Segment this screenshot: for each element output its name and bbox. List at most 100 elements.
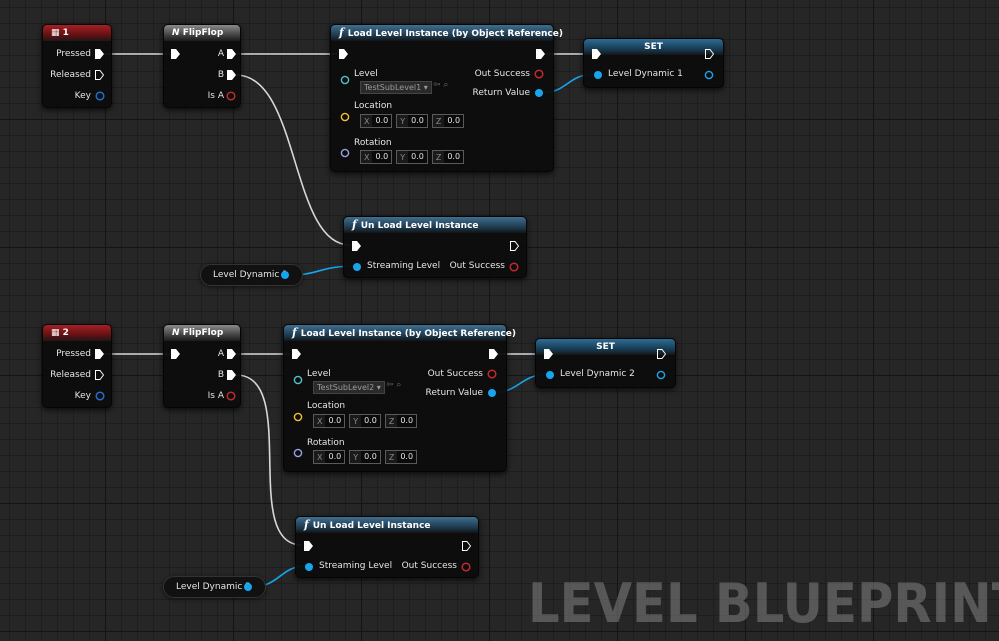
vector-pin-icon[interactable] [293, 412, 303, 422]
location-z-value[interactable]: 0.0 [444, 115, 464, 127]
level-blueprint-watermark: LEVEL BLUEPRINT [528, 572, 999, 635]
exec-pin-icon[interactable] [462, 541, 471, 551]
rotation-x-value[interactable]: 0.0 [325, 451, 345, 463]
input-key-event-node[interactable]: ▦ 1 Pressed Released Key [42, 24, 112, 108]
exec-pin-icon[interactable] [227, 370, 236, 380]
rotation-z-value[interactable]: 0.0 [444, 151, 464, 163]
input-key-event-node[interactable]: ▦ 2 Pressed Released Key [42, 324, 112, 408]
rotation-y-value[interactable]: 0.0 [408, 151, 427, 163]
object-pin-icon[interactable] [352, 262, 362, 272]
exec-pin-icon[interactable] [227, 70, 236, 80]
exec-pin-icon[interactable] [304, 541, 313, 551]
rotator-pin-icon[interactable] [340, 148, 350, 158]
exec-pin-icon[interactable] [171, 349, 180, 359]
flipflop-node[interactable]: N FlipFlop A B Is A [163, 324, 241, 408]
key-pin-icon[interactable] [95, 391, 105, 401]
object-pin-icon[interactable] [243, 582, 253, 592]
exec-pin-icon[interactable] [95, 49, 104, 59]
key-label: Key [74, 91, 91, 101]
object-pin-icon[interactable] [534, 88, 544, 98]
level-pin-icon[interactable] [293, 375, 303, 385]
bool-pin-icon[interactable] [534, 69, 544, 79]
object-pin-icon[interactable] [487, 388, 497, 398]
bool-pin-icon[interactable] [509, 262, 519, 272]
rotator-pin-icon[interactable] [293, 448, 303, 458]
exec-pin-icon[interactable] [292, 349, 301, 359]
exec-pin-icon[interactable] [227, 349, 236, 359]
exec-pin-icon[interactable] [536, 49, 545, 59]
bool-pin-icon[interactable] [487, 369, 497, 379]
exec-pin-icon[interactable] [227, 49, 236, 59]
out-success-label: Out Success [401, 561, 457, 571]
bool-pin-icon[interactable] [226, 391, 236, 401]
location-y-value[interactable]: 0.0 [408, 115, 427, 127]
level-pin-icon[interactable] [340, 75, 350, 85]
exec-pin-icon[interactable] [489, 349, 498, 359]
exec-pin-icon[interactable] [339, 49, 348, 59]
exec-pin-icon[interactable] [510, 241, 519, 251]
flipflop-node[interactable]: N FlipFlop A B Is A [163, 24, 241, 108]
level-dropdown[interactable]: TestSubLevel2 ▾ [313, 381, 385, 394]
variable-getter-node[interactable]: Level Dynamic 2 [163, 576, 266, 598]
macro-icon: N [172, 328, 180, 338]
x-axis-label: X [364, 116, 370, 126]
use-selected-icon[interactable]: ⇦ ⌕ [433, 80, 449, 90]
out-success-label: Out Success [427, 369, 483, 379]
exec-pin-icon[interactable] [95, 370, 104, 380]
use-selected-icon[interactable]: ⇦ ⌕ [386, 380, 402, 390]
location-x-value[interactable]: 0.0 [372, 115, 392, 127]
vector-pin-icon[interactable] [340, 112, 350, 122]
location-x-value[interactable]: 0.0 [325, 415, 345, 427]
exec-pin-icon[interactable] [657, 349, 666, 359]
exec-pin-icon[interactable] [592, 49, 601, 59]
y-axis-label: Y [400, 116, 406, 126]
level-dropdown[interactable]: TestSubLevel1 ▾ [360, 81, 432, 94]
bool-pin-icon[interactable] [461, 562, 471, 572]
exec-pin-icon[interactable] [95, 70, 104, 80]
bool-pin-icon[interactable] [226, 91, 236, 101]
rotation-y-value[interactable]: 0.0 [361, 451, 380, 463]
object-pin-icon[interactable] [704, 70, 714, 80]
location-y-value[interactable]: 0.0 [361, 415, 380, 427]
exec-pin-icon[interactable] [705, 49, 714, 59]
exec-pin-icon[interactable] [95, 349, 104, 359]
object-pin-icon[interactable] [593, 70, 603, 80]
variable-label: Level Dynamic 1 [608, 69, 683, 79]
keyboard-icon: ▦ [51, 28, 60, 38]
rotation-x-value[interactable]: 0.0 [372, 151, 392, 163]
object-pin-icon[interactable] [545, 370, 555, 380]
location-z-value[interactable]: 0.0 [397, 415, 417, 427]
node-title: 1 [62, 28, 69, 38]
key-pin-icon[interactable] [95, 91, 105, 101]
node-title: FlipFlop [182, 328, 224, 338]
object-pin-icon[interactable] [304, 562, 314, 572]
rotation-z-value[interactable]: 0.0 [397, 451, 417, 463]
object-pin-icon[interactable] [280, 270, 290, 280]
set-variable-node[interactable]: SET Level Dynamic 2 [535, 338, 676, 388]
object-pin-icon[interactable] [656, 370, 666, 380]
exec-pin-icon[interactable] [352, 241, 361, 251]
exec-pin-icon[interactable] [544, 349, 553, 359]
variable-getter-node[interactable]: Level Dynamic 1 [200, 264, 303, 286]
exec-pin-icon[interactable] [171, 49, 180, 59]
set-variable-node[interactable]: SET Level Dynamic 1 [583, 38, 724, 88]
